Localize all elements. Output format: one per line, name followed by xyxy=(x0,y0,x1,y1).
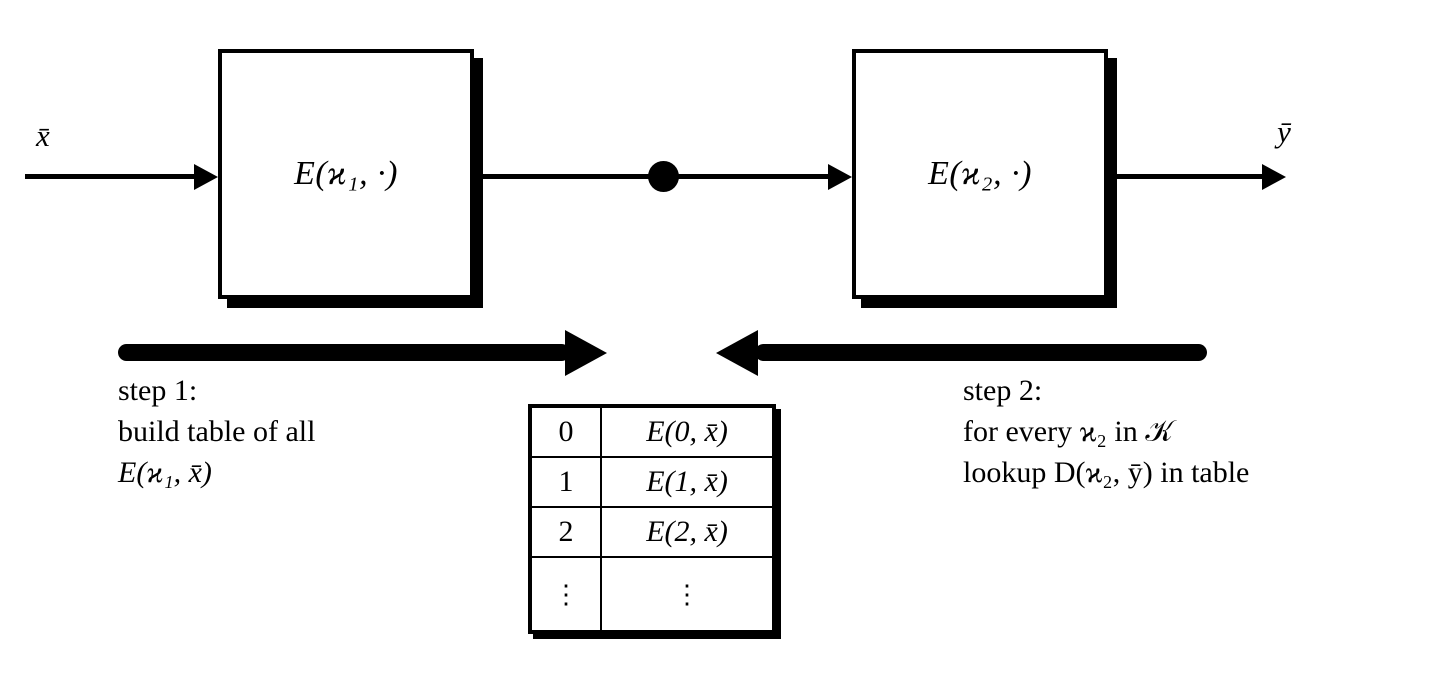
lookup-table-body: 0 E(0, x̄) 1 E(1, x̄) 2 E(2, x̄) ⋮ ⋮ xyxy=(529,405,775,633)
step-1-line-2: build table of all xyxy=(118,415,316,448)
table-cell-key-ellipsis: ⋮ xyxy=(529,556,602,633)
table-row: 2 E(2, x̄) xyxy=(529,506,775,558)
second-cipher-box: E(ϰ₂, ·) xyxy=(852,49,1108,299)
output-signal-text: ȳ xyxy=(1277,114,1291,149)
output-arrowhead xyxy=(1262,164,1286,190)
second-cipher-label: E(ϰ₂, ·) xyxy=(928,155,1032,192)
intermediate-value-node xyxy=(648,161,679,192)
step-1-arrow-bar xyxy=(118,344,570,361)
input-arrowhead xyxy=(194,164,218,190)
middle-arrowhead xyxy=(828,164,852,190)
table-row-ellipsis: ⋮ ⋮ xyxy=(529,556,775,633)
precomputed-lookup-table: 0 E(0, x̄) 1 E(1, x̄) 2 E(2, x̄) ⋮ ⋮ xyxy=(528,404,776,634)
step-2-line-2: for every ϰ₂ in 𝒦 xyxy=(963,415,1174,448)
table-row: 1 E(1, x̄) xyxy=(529,456,775,508)
step-2-line-3: lookup D(ϰ₂, ȳ) in table xyxy=(963,456,1250,489)
input-signal-text: x̄ xyxy=(36,118,50,153)
step-1-caption: step 1: build table of all E(ϰ₁, x̄) xyxy=(118,370,315,493)
vertical-dots-icon: ⋮ xyxy=(553,580,579,609)
step-2-line-1: step 2: xyxy=(963,374,1043,407)
first-cipher-box: E(ϰ₁, ·) xyxy=(218,49,474,299)
step-1-arrowhead xyxy=(565,330,607,376)
step-2-caption: step 2: for every ϰ₂ in 𝒦 lookup D(ϰ₂, ȳ… xyxy=(963,370,1249,493)
step-1-line-3: E(ϰ₁, x̄) xyxy=(118,456,212,489)
step-2-arrow-bar xyxy=(755,344,1207,361)
first-cipher-label: E(ϰ₁, ·) xyxy=(294,155,398,192)
vertical-dots-icon: ⋮ xyxy=(674,580,700,609)
input-signal-label: x̄ xyxy=(36,118,50,154)
table-row: 0 E(0, x̄) xyxy=(529,405,775,458)
table-cell-value: E(2, x̄) xyxy=(600,506,775,558)
table-cell-value: E(1, x̄) xyxy=(600,456,775,508)
table-cell-value: E(0, x̄) xyxy=(600,405,775,458)
table-cell-key: 2 xyxy=(529,506,602,558)
output-wire xyxy=(1108,174,1265,179)
table-cell-value-ellipsis: ⋮ xyxy=(600,556,775,633)
step-2-arrowhead xyxy=(716,330,758,376)
output-signal-label: ȳ xyxy=(1277,114,1291,150)
input-wire xyxy=(25,174,197,179)
table-cell-key: 0 xyxy=(529,405,602,458)
step-1-line-1: step 1: xyxy=(118,374,198,407)
table-cell-key: 1 xyxy=(529,456,602,508)
